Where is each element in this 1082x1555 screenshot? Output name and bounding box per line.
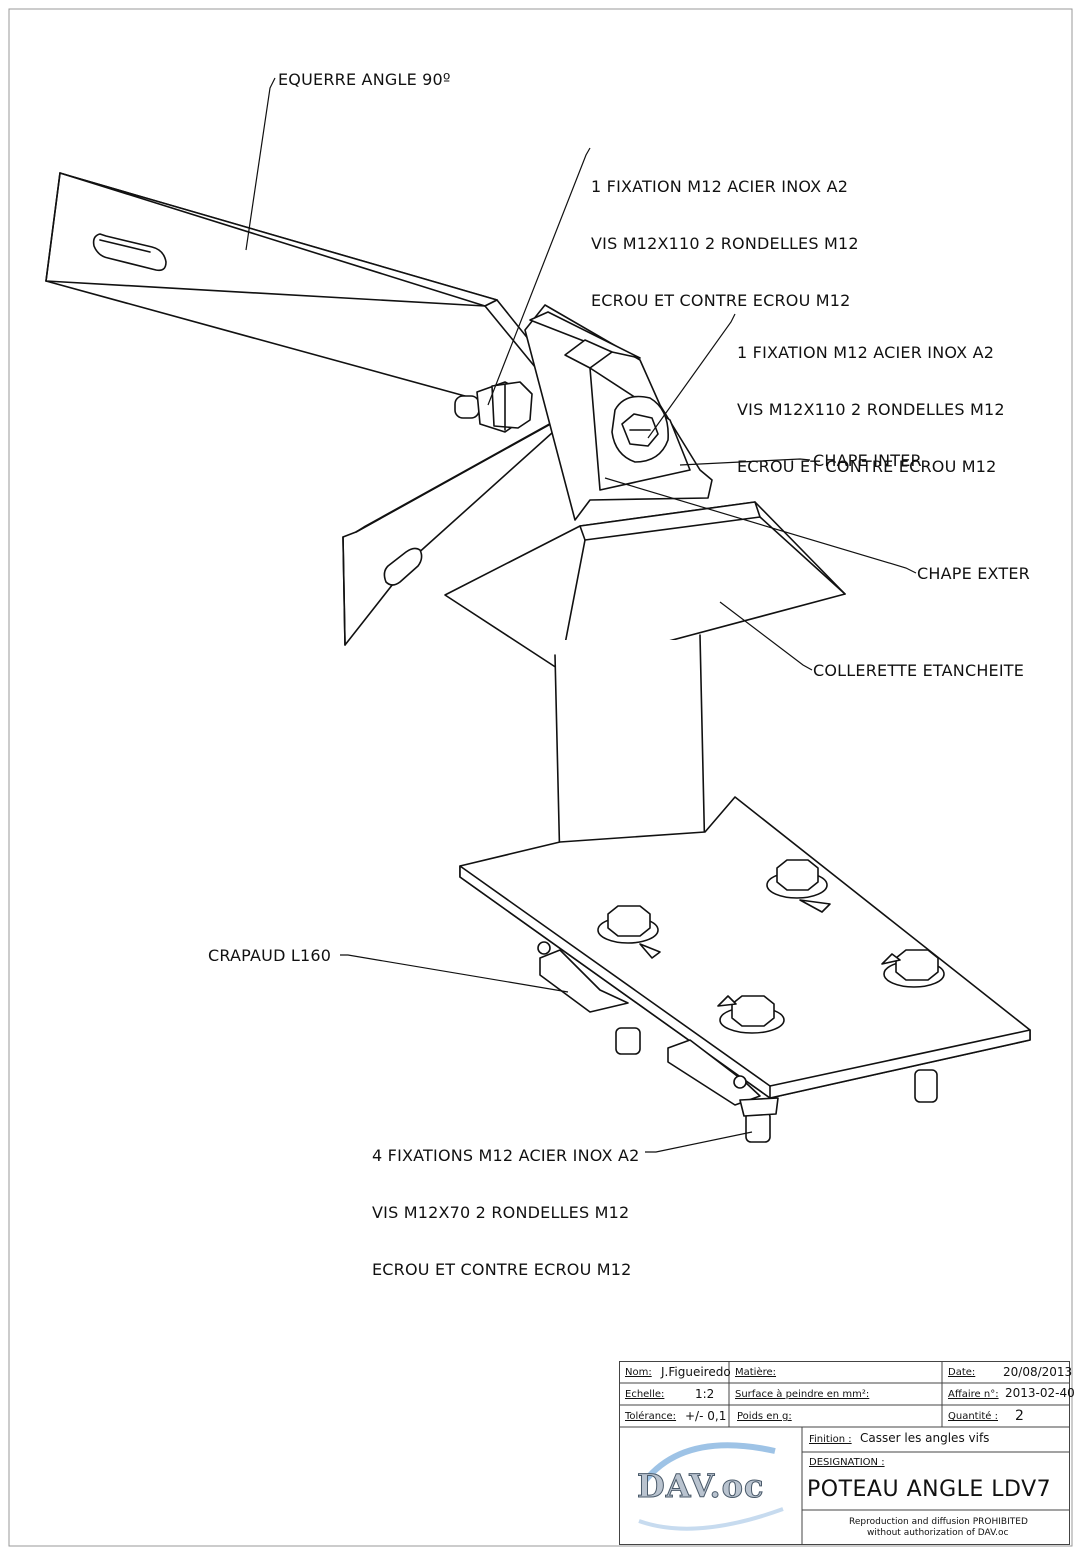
label-collerette: COLLERETTE ETANCHEITE [813, 661, 1025, 680]
designation-value: POTEAU ANGLE LDV7 [807, 1477, 1052, 1502]
dav-logo-text: DAV.oc [636, 1467, 765, 1506]
sheet-border [8, 8, 1073, 1547]
leader-chape-exter [604, 477, 917, 574]
title-block: Nom: J.Figueiredo Matière: Date: 20/08/2… [619, 1361, 1075, 1545]
fixation-top-left-line-3: ECROU ET CONTRE ECROU M12 [591, 291, 851, 310]
affaire-label: Affaire n°: [948, 1389, 999, 1400]
tolerance-label: Tolérance: [625, 1411, 677, 1422]
leader-fixation-top-left [487, 147, 591, 406]
copyright-line-1: Reproduction and diffusion PROHIBITED [849, 1517, 1028, 1527]
quantite-label: Quantité : [948, 1411, 998, 1422]
dav-logo: DAV.oc [625, 1431, 797, 1541]
crapaud-clamps [537, 941, 761, 1106]
nom-label: Nom: [625, 1367, 652, 1378]
leader-lines [245, 77, 917, 1153]
leader-collerette [719, 601, 813, 671]
label-fixation-top-right: 1 FIXATION M12 ACIER INOX A2 VIS M12X110… [737, 305, 1005, 495]
quantite-value: 2 [1015, 1408, 1024, 1424]
leader-fixation-top-right [647, 313, 736, 439]
fixation-top-right-line-3: ECROU ET CONTRE ECROU M12 [737, 457, 997, 476]
echelle-value: 1:2 [695, 1387, 715, 1401]
fixation-top-left-line-2: VIS M12X110 2 RONDELLES M12 [591, 234, 859, 253]
label-equerre: EQUERRE ANGLE 90º [278, 70, 451, 89]
bottom-studs [615, 1027, 938, 1143]
poids-label: Poids en g: [737, 1411, 792, 1422]
part-drawing [45, 172, 1031, 1143]
label-fixation-top-left: 1 FIXATION M12 ACIER INOX A2 VIS M12X110… [591, 139, 859, 329]
date-label: Date: [948, 1367, 976, 1378]
echelle-label: Echelle: [625, 1389, 665, 1400]
bolt-chape-left [454, 381, 533, 433]
leader-chape-inter [679, 458, 811, 466]
fixations-bottom-line-3: ECROU ET CONTRE ECROU M12 [372, 1260, 632, 1279]
affaire-value: 2013-02-40 [1005, 1386, 1075, 1400]
fixation-top-right-line-2: VIS M12X110 2 RONDELLES M12 [737, 400, 1005, 419]
fixations-bottom-line-2: VIS M12X70 2 RONDELLES M12 [372, 1203, 630, 1222]
fixations-bottom-line-1: 4 FIXATIONS M12 ACIER INOX A2 [372, 1146, 640, 1165]
tolerance-value: +/- 0,1 [685, 1409, 727, 1423]
label-chape-exter: CHAPE EXTER [917, 564, 1030, 583]
designation-label: DESIGNATION : [809, 1457, 885, 1468]
date-value: 20/08/2013 [1003, 1365, 1073, 1379]
leader-fixations-bottom [645, 1131, 753, 1153]
label-fixations-bottom: 4 FIXATIONS M12 ACIER INOX A2 VIS M12X70… [372, 1108, 640, 1298]
chape-inter [529, 311, 641, 369]
label-crapaud: CRAPAUD L160 [208, 946, 332, 965]
fixation-top-right-line-1: 1 FIXATION M12 ACIER INOX A2 [737, 343, 995, 362]
surface-label: Surface à peindre en mm²: [735, 1389, 870, 1400]
label-chape-inter: CHAPE INTER [813, 451, 922, 470]
leader-equerre [245, 77, 276, 251]
dav-logo-swoosh [638, 1442, 784, 1531]
copyright-line-2: without authorization of DAV.oc [867, 1528, 1009, 1538]
leader-crapaud [340, 954, 569, 993]
finition-value: Casser les angles vifs [860, 1431, 990, 1445]
title-block-grid [619, 1361, 1070, 1545]
nom-value: J.Figueiredo [661, 1365, 731, 1379]
chape-exter [524, 304, 713, 521]
base-bolts [597, 859, 945, 1034]
base-plate [459, 796, 1031, 1099]
matiere-label: Matière: [735, 1367, 777, 1378]
fixation-top-left-line-1: 1 FIXATION M12 ACIER INOX A2 [591, 177, 849, 196]
finition-label: Finition : [809, 1434, 852, 1445]
